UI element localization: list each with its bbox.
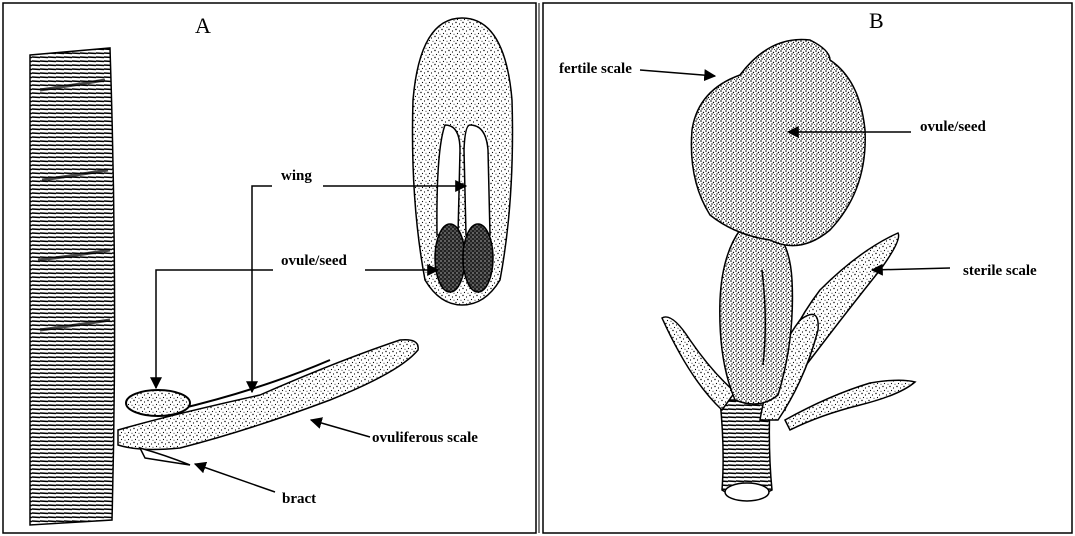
stem-illustration (30, 48, 115, 525)
panel-b: B fertile scale ovule/seed sterile scale (559, 8, 1037, 501)
label-bract: bract (282, 491, 316, 507)
panel-a: A wing ovule/seed (30, 13, 513, 525)
panel-a-letter: A (195, 13, 211, 38)
stalk-cut-end-illustration (725, 483, 769, 501)
label-fertile-scale: fertile scale (559, 61, 632, 77)
seed-on-scale-illustration (126, 390, 190, 416)
label-wing: wing (281, 168, 312, 184)
wing-left-illustration (437, 125, 460, 235)
ovule-left-illustration (435, 224, 465, 292)
arrow-ovuliferous-scale (311, 420, 370, 437)
fertile-scale-illustration (720, 230, 793, 404)
label-ovule-seed-a: ovule/seed (281, 253, 347, 269)
detached-scale-illustration (413, 18, 513, 305)
label-ovuliferous-scale: ovuliferous scale (372, 430, 478, 446)
bract-illustration (140, 448, 190, 465)
arrow-ovule-to-scale (156, 270, 273, 388)
arrow-sterile-scale (872, 268, 950, 270)
arrow-fertile-scale (640, 70, 715, 76)
ovule-seed-b-illustration (691, 39, 865, 245)
sterile-scale-right-lower-illustration (785, 380, 915, 430)
panel-b-letter: B (869, 8, 884, 33)
wing-right-illustration (464, 125, 490, 235)
label-ovule-seed-b: ovule/seed (920, 119, 986, 135)
arrow-wing-to-scale (252, 186, 272, 392)
ovule-right-illustration (463, 224, 493, 292)
label-sterile-scale: sterile scale (963, 263, 1037, 279)
arrow-bract (195, 464, 275, 492)
